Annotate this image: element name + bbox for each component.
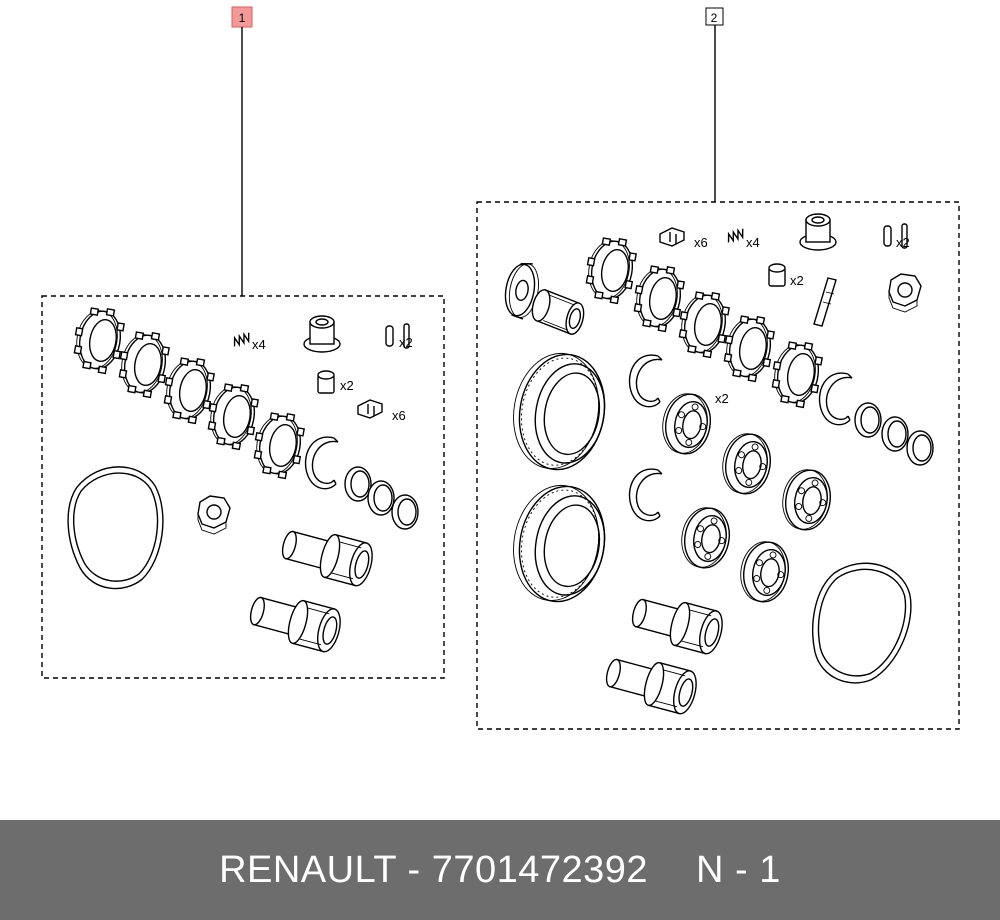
kit-2-group[interactable]: x6 x4 x2 x2 (476, 201, 960, 730)
kit-2-needle-bearing-b (601, 649, 701, 717)
kit-1-needle-bearing-a (277, 521, 377, 589)
kit-2-springs-qty: x4 (746, 235, 760, 250)
kit-2-synchro-rings (581, 233, 826, 411)
kit-1-circlip (304, 436, 339, 490)
kit-2-ball-bearing-e (735, 537, 794, 607)
kit-1-pins-qty: x2 (399, 335, 413, 350)
kit-1-snap-rings (344, 466, 419, 530)
kit-2-taper-bearing-a (503, 345, 615, 478)
kit-1-sleeves-qty: x2 (340, 378, 354, 393)
kit-2-circlip-a (818, 372, 853, 426)
kit-2-large-seal (804, 555, 918, 691)
kit-2-ball-bearing-b (717, 429, 776, 499)
callout-1-number: 1 (239, 11, 246, 25)
kit-1-large-seal (60, 460, 173, 595)
kit-2-ball-bearing-c (777, 465, 836, 535)
kit-2-taper-bearing-b (503, 477, 615, 610)
kit-2-sleeves: x2 (768, 263, 804, 288)
kit-1-boundary (41, 295, 445, 679)
kit-1-hex-nut (197, 495, 231, 535)
kit-1-pins: x2 (385, 323, 413, 350)
exploded-parts-diagram: 1 2 x4 x2 x2 x6 (41, 6, 960, 730)
kit-2-snap-rings (854, 402, 934, 466)
kit-2-bushing (799, 213, 837, 251)
kit-2-pins: x2 (883, 223, 910, 250)
kit-1-clips: x6 (357, 399, 406, 423)
kit-2-pins-qty: x2 (896, 235, 910, 250)
kit-2-sleeves-qty: x2 (790, 273, 804, 288)
kit-2-clips-qty: x6 (694, 235, 708, 250)
kit-1-needle-bearing-b (245, 587, 345, 655)
callout-2-number: 2 (711, 11, 718, 25)
kit-2-shaft (813, 277, 837, 327)
kit-2-circlip-c (628, 468, 663, 522)
diagram-position-label: N - 1 (696, 848, 781, 891)
kit-1-sleeves: x2 (317, 370, 354, 394)
kit-2-clips: x6 (659, 227, 708, 250)
part-number-label: RENAULT - 7701472392 (219, 848, 649, 891)
kit-1-clips-qty: x6 (392, 408, 406, 423)
kit-1-bushing (303, 315, 341, 353)
kit-1-group[interactable]: x4 x2 x2 x6 (41, 295, 445, 679)
kit-1-springs: x4 (231, 332, 266, 352)
kit-2-circlip-b (628, 354, 663, 408)
kit-2-ball-bearing-d (676, 503, 735, 573)
callout-2[interactable]: 2 (705, 7, 724, 202)
callout-1[interactable]: 1 (231, 6, 253, 296)
kit-2-hex-nut (888, 273, 922, 313)
part-number-footer: RENAULT - 7701472392 N - 1 (0, 820, 1000, 920)
kit-2-springs: x4 (725, 228, 760, 250)
kit-2-needle-bearing-a (627, 589, 727, 657)
kit-2-ball-bearings-x2: x2 (657, 389, 729, 459)
kit-1-springs-qty: x4 (252, 337, 266, 352)
kit-1-synchro-rings (69, 303, 308, 482)
kit-2-roller-cage (527, 287, 589, 337)
kit-2-bearings-qty: x2 (715, 391, 729, 406)
